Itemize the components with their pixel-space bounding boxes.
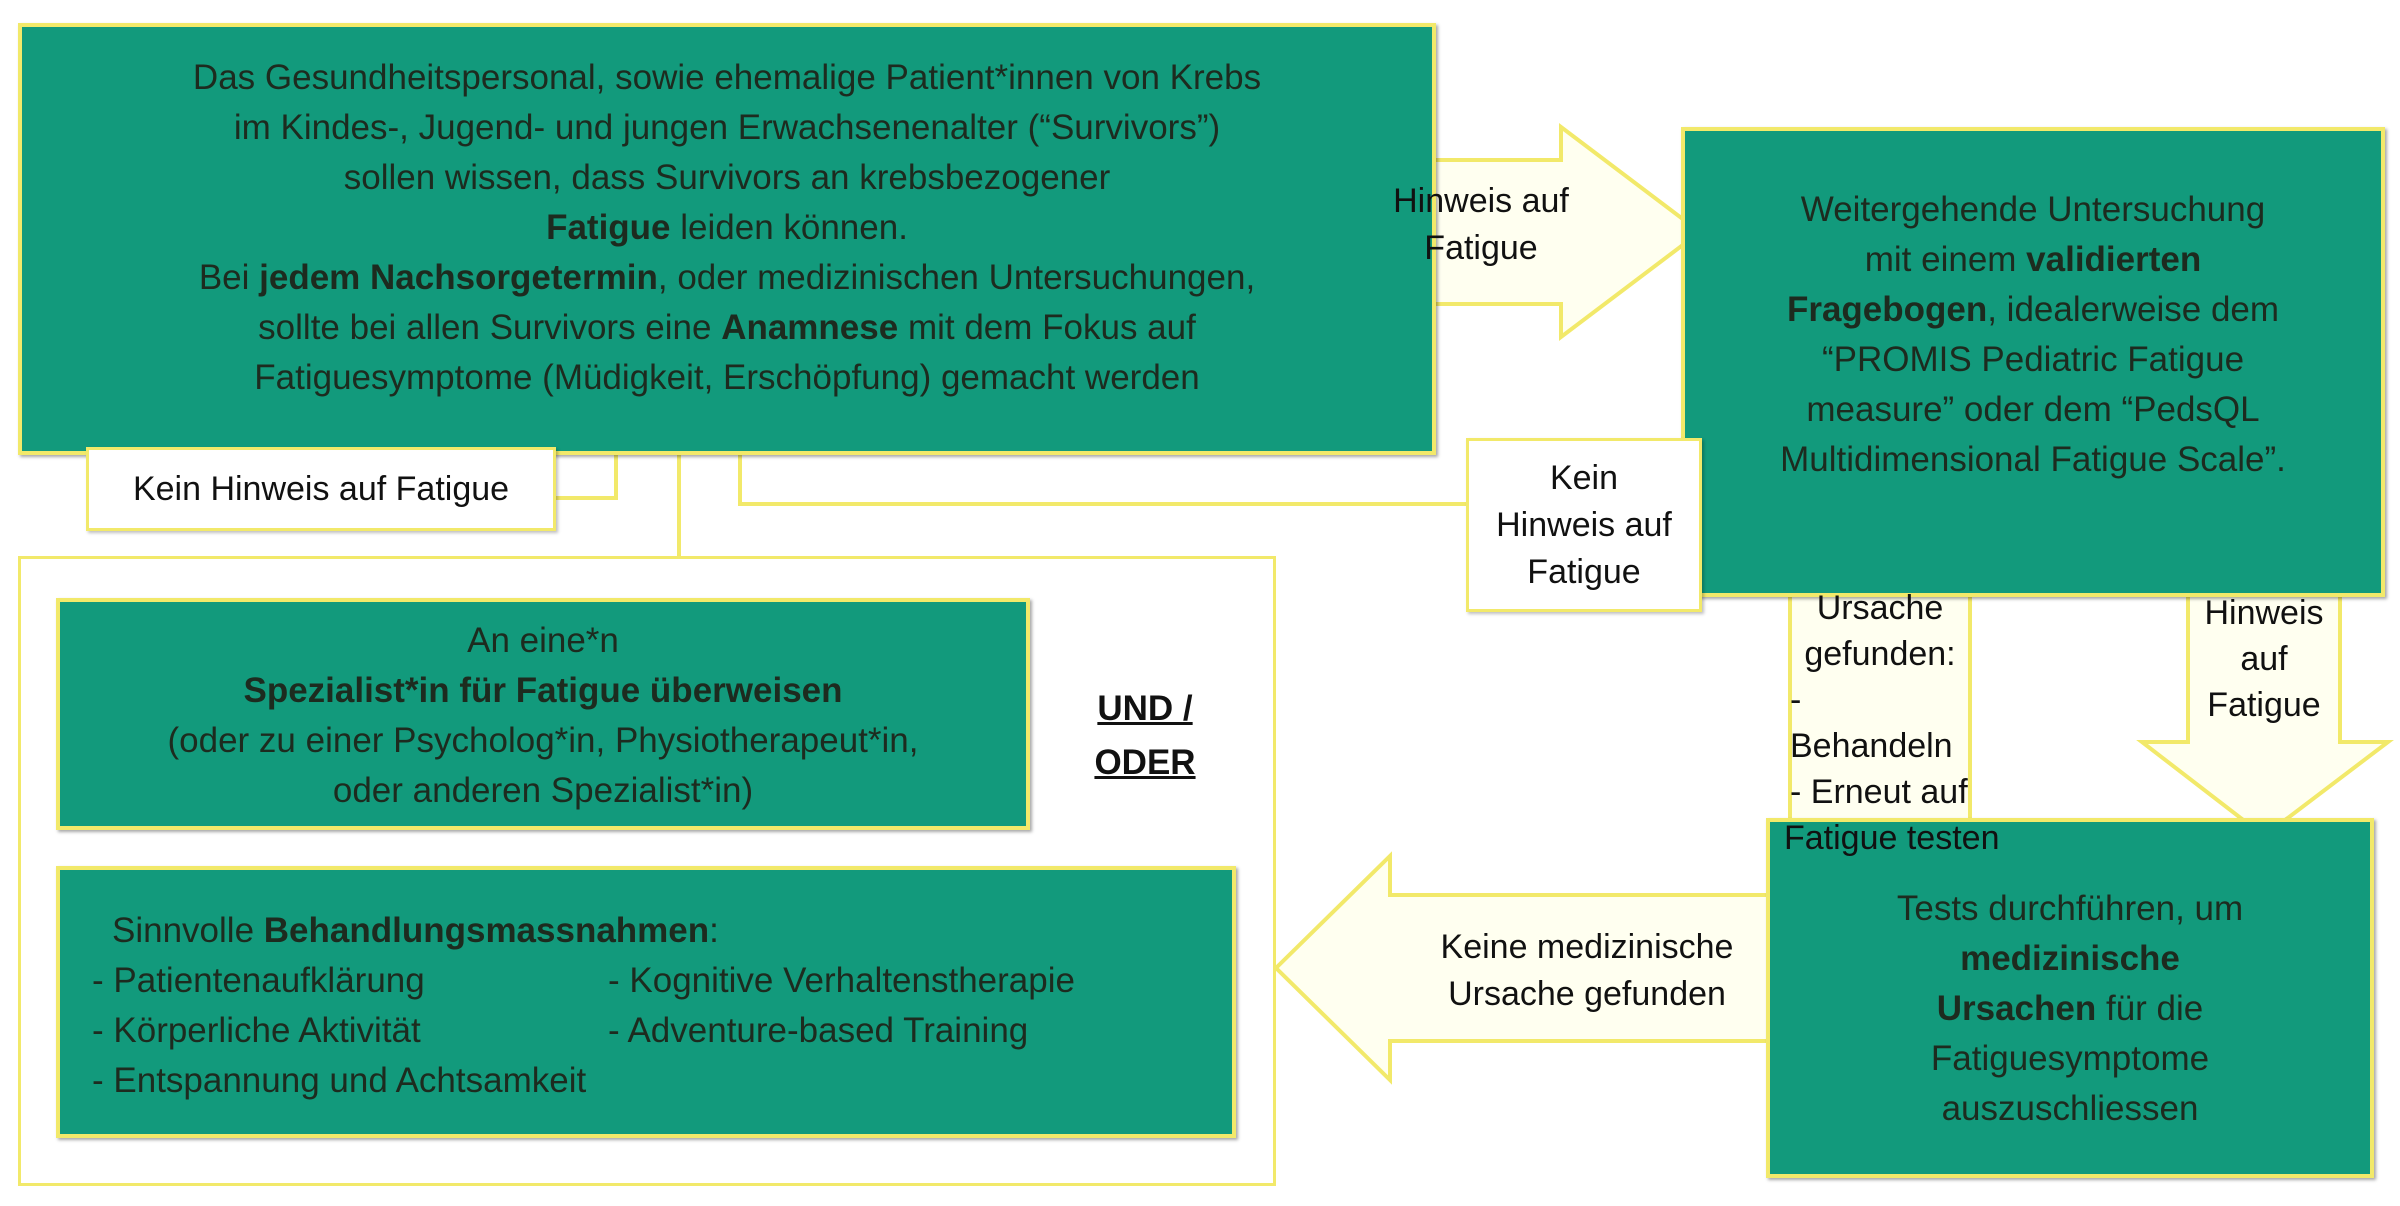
treatment-title-b: : bbox=[709, 911, 719, 950]
right-line-4: “PROMIS Pediatric Fatigue bbox=[1821, 340, 2245, 379]
hinweis-top-line-2: Fatigue bbox=[1424, 229, 1538, 267]
spec-line-2: Spezialist*in für Fatigue überweisen bbox=[60, 666, 1026, 716]
ursache-line-5: Fatigue testen bbox=[1784, 819, 2000, 857]
top-line-5-bold: jedem Nachsorgetermin bbox=[259, 258, 658, 297]
tests-line-3-b: für die bbox=[2096, 989, 2204, 1028]
treatment-item: - Patientenaufklärung bbox=[92, 961, 425, 1000]
spec-line-3: (oder zu einer Psycholog*in, Physiothera… bbox=[167, 721, 919, 760]
spec-line-4: oder anderen Spezialist*in) bbox=[332, 771, 754, 810]
keine-ursache-line-2: Ursache gefunden bbox=[1448, 975, 1726, 1013]
top-line-4: Fatigue leiden können. bbox=[22, 203, 1432, 253]
treatment-item: - Körperliche Aktivität bbox=[92, 1011, 421, 1050]
tests-line-4: Fatiguesymptome bbox=[1930, 1039, 2210, 1078]
ursache-line-4: - Erneut auf bbox=[1790, 773, 1968, 811]
right-line-2-bold: validierten bbox=[2026, 240, 2202, 279]
kein-line-2: Hinweis auf bbox=[1496, 506, 1672, 544]
top-line-4-bold: Fatigue bbox=[546, 208, 671, 247]
kein-line-3: Fatigue bbox=[1527, 553, 1641, 591]
label-keine-ursache: Keine medizinische Ursache gefunden bbox=[1390, 924, 1784, 1018]
top-line-2: im Kindes-, Jugend- und jungen Erwachsen… bbox=[233, 108, 1221, 147]
ursache-line-2: gefunden: bbox=[1804, 635, 1956, 673]
right-line-5: measure” oder dem “PedsQL bbox=[1806, 390, 2260, 429]
connector-line-right bbox=[738, 452, 1468, 506]
treatment-title: Sinnvolle Behandlungsmassnahmen: bbox=[112, 906, 719, 956]
ursache-line-3: - Behandeln bbox=[1790, 681, 1953, 765]
hinweis-down-line-2: auf bbox=[2240, 640, 2288, 678]
top-line-7: Fatiguesymptome (Müdigkeit, Erschöpfung)… bbox=[254, 358, 1200, 397]
treatment-item: - Entspannung und Achtsamkeit bbox=[92, 1061, 587, 1100]
und-oder-label: UND / ODER bbox=[1060, 682, 1230, 790]
treatment-title-bold: Behandlungsmassnahmen bbox=[263, 911, 710, 950]
right-line-6: Multidimensional Fatigue Scale”. bbox=[1780, 440, 2286, 479]
label-kein-hinweis-right-text: Kein Hinweis auf Fatigue bbox=[1469, 455, 1699, 596]
label-kein-hinweis-left-text: Kein Hinweis auf Fatigue bbox=[132, 470, 510, 508]
right-line-2-a: mit einem bbox=[1864, 240, 2027, 279]
und-line: UND / bbox=[1097, 689, 1193, 728]
arrow-left-keine-ursache bbox=[1273, 851, 1786, 1085]
top-line-6-b: mit dem Fokus auf bbox=[898, 308, 1196, 347]
box-anamnese: Das Gesundheitspersonal, sowie ehemalige… bbox=[18, 23, 1436, 455]
top-line-5-b: , oder medizinischen Untersuchungen, bbox=[657, 258, 1256, 297]
treatment-item: - Kognitive Verhaltenstherapie bbox=[608, 961, 1075, 1000]
hinweis-down-line-3: Fatigue bbox=[2207, 686, 2321, 724]
right-line-2: mit einem validierten bbox=[1685, 235, 2381, 285]
label-hinweis-top: Hinweis auf Fatigue bbox=[1381, 178, 1581, 272]
box-tests: Tests durchführen, um medizinische Ursac… bbox=[1766, 818, 2374, 1178]
treatment-list-left: - Patientenaufklärung - Körperliche Akti… bbox=[92, 956, 586, 1106]
connector-line-left bbox=[556, 452, 618, 500]
treatment-title-a: Sinnvolle bbox=[112, 911, 264, 950]
top-line-6-a: sollte bei allen Survivors eine bbox=[258, 308, 722, 347]
treatment-list-right: - Kognitive Verhaltenstherapie - Adventu… bbox=[608, 956, 1075, 1056]
tests-line-5: auszuschliessen bbox=[1941, 1089, 2199, 1128]
ursache-line-1: Ursache bbox=[1816, 589, 1944, 627]
top-line-1: Das Gesundheitspersonal, sowie ehemalige… bbox=[192, 58, 1262, 97]
hinweis-top-line-1: Hinweis auf bbox=[1393, 182, 1569, 220]
tests-line-3: Ursachen für die bbox=[1770, 984, 2370, 1034]
tests-line-2: medizinische bbox=[1770, 934, 2370, 984]
box-behandlung: Sinnvolle Behandlungsmassnahmen: - Patie… bbox=[56, 866, 1236, 1138]
top-line-5-a: Bei bbox=[198, 258, 260, 297]
box-fragebogen: Weitergehende Untersuchung mit einem val… bbox=[1681, 127, 2385, 597]
oder-line: ODER bbox=[1094, 743, 1196, 782]
tests-line-1: Tests durchführen, um bbox=[1896, 889, 2244, 928]
treatment-item: - Adventure-based Training bbox=[608, 1011, 1029, 1050]
box-spezialist: An eine*n Spezialist*in für Fatigue über… bbox=[56, 598, 1030, 830]
hinweis-down-line-1: Hinweis bbox=[2204, 594, 2324, 632]
top-line-6-bold: Anamnese bbox=[721, 308, 899, 347]
right-line-1: Weitergehende Untersuchung bbox=[1800, 190, 2266, 229]
right-line-3-b: , idealerweise dem bbox=[1987, 290, 2280, 329]
label-kein-hinweis-left: Kein Hinweis auf Fatigue bbox=[86, 447, 556, 531]
label-ursache-gefunden: Ursache gefunden: - Behandeln - Erneut a… bbox=[1784, 585, 1999, 861]
top-line-5: Bei jedem Nachsorgetermin, oder medizini… bbox=[22, 253, 1432, 303]
label-hinweis-down: Hinweis auf Fatigue bbox=[2188, 590, 2340, 728]
spec-line-1: An eine*n bbox=[467, 621, 619, 660]
tests-line-2-bold: medizinische bbox=[1960, 939, 2180, 978]
spec-line-2-bold: Spezialist*in für Fatigue überweisen bbox=[243, 671, 843, 710]
tests-line-3-bold: Ursachen bbox=[1936, 989, 2097, 1028]
top-line-3: sollen wissen, dass Survivors an krebsbe… bbox=[343, 158, 1111, 197]
top-line-4-rest: leiden können. bbox=[670, 208, 908, 247]
kein-line-1: Kein bbox=[1549, 459, 1619, 497]
right-line-3: Fragebogen, idealerweise dem bbox=[1685, 285, 2381, 335]
top-line-6: sollte bei allen Survivors eine Anamnese… bbox=[22, 303, 1432, 353]
keine-ursache-line-1: Keine medizinische bbox=[1440, 928, 1734, 966]
label-kein-hinweis-right: Kein Hinweis auf Fatigue bbox=[1466, 438, 1702, 612]
right-line-3-bold: Fragebogen bbox=[1786, 290, 1988, 329]
